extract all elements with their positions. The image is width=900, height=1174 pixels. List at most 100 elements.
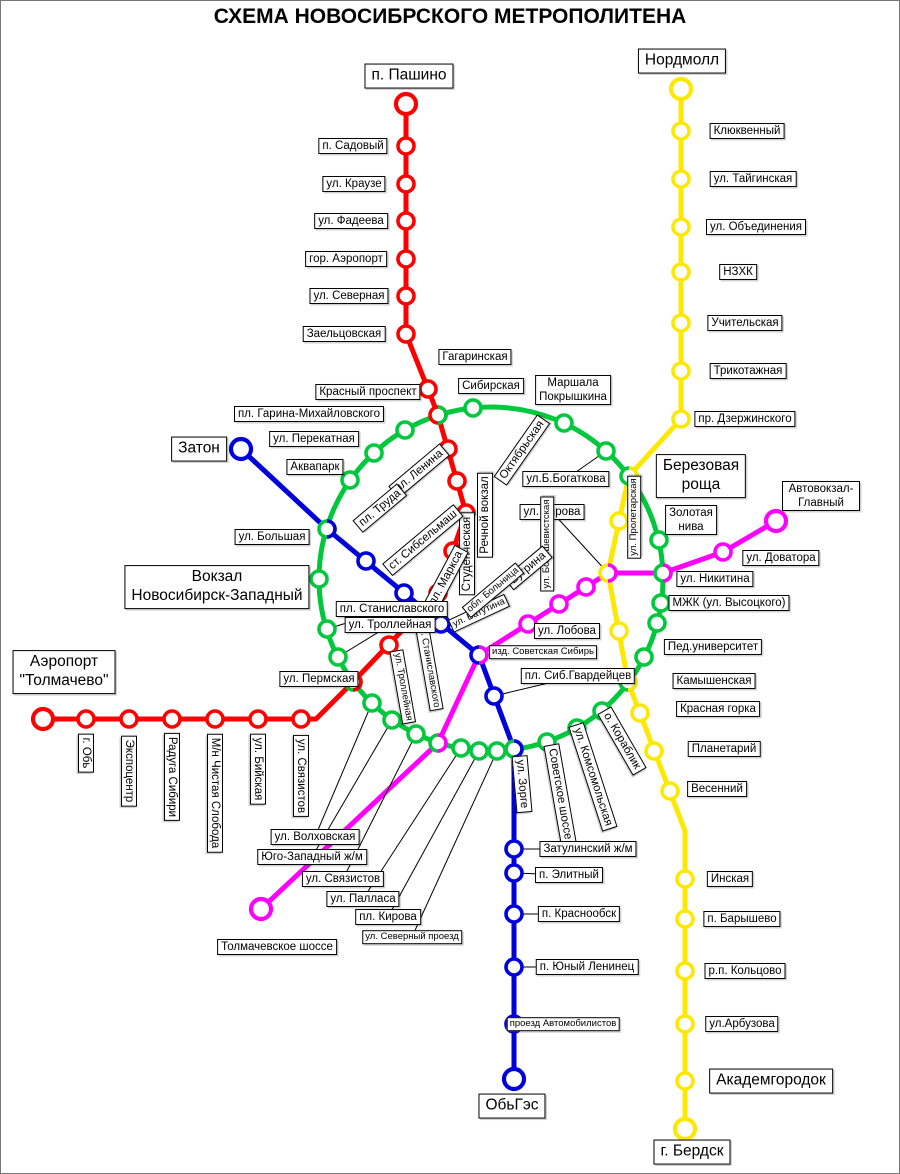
station-label: пл. Станиславского — [335, 600, 449, 618]
station-label: п. Юный Ленинец — [535, 958, 639, 976]
station-marker — [364, 443, 384, 463]
station-label: Аквапарк — [286, 458, 344, 476]
station-label: п. Барышево — [703, 910, 781, 928]
station-label: п. Краснообск — [537, 905, 621, 923]
station-label: Юго-Западный ж/м — [257, 848, 367, 866]
station-marker — [634, 647, 654, 667]
station-label: Клюквенный — [709, 122, 785, 140]
station-label: ул. Волховская — [270, 828, 360, 846]
station-marker — [406, 724, 426, 744]
station-marker — [630, 703, 650, 723]
station-label: Автовокзал-Главный — [782, 480, 860, 512]
station-marker — [668, 76, 694, 102]
station-label: ул. Северная — [309, 287, 389, 305]
station-label: ул. Тайгинская — [709, 170, 797, 188]
station-marker-half — [607, 563, 618, 583]
station-marker — [362, 693, 382, 713]
station-label: ул. Комсомольская — [568, 722, 618, 832]
station-marker — [609, 511, 629, 531]
station-label: р.п. Кольцово — [704, 962, 786, 980]
station-marker — [451, 738, 471, 758]
station-marker — [596, 441, 616, 461]
station-marker — [671, 121, 691, 141]
station-marker — [205, 709, 225, 729]
station-label: Сибирская — [458, 377, 524, 395]
station-marker — [396, 136, 416, 156]
station-label: Весенний — [687, 780, 747, 798]
station-marker — [30, 706, 56, 732]
station-label: ул. Перекатная — [269, 430, 359, 448]
station-label: Затулинский ж/м — [539, 840, 637, 858]
station-label: Березовая роща — [655, 454, 747, 498]
station-label: изд. Советская Сибирь — [489, 645, 597, 659]
station-marker — [309, 569, 329, 589]
station-label: ул. Зорге — [511, 755, 533, 813]
station-marker — [484, 686, 504, 706]
callout-line — [314, 702, 373, 838]
station-label: ул. Связистов — [292, 734, 310, 818]
station-label: Экспоцентр — [120, 735, 138, 807]
station-marker — [340, 470, 360, 490]
station-label: проезд Автомобилистов — [506, 1017, 620, 1031]
station-marker — [713, 542, 733, 562]
station-marker — [396, 249, 416, 269]
station-label: ул. Пермская — [279, 670, 359, 688]
station-label: ул. Северный проезд — [362, 930, 462, 944]
station-label: Заельцовская — [302, 325, 386, 343]
station-marker — [317, 619, 337, 639]
station-label: М/н Чистая Слобода — [206, 733, 224, 853]
station-label: Затон — [171, 436, 227, 462]
station-marker — [396, 174, 416, 194]
station-label: ул.Б.Богаткова — [522, 470, 610, 488]
station-marker-half — [437, 405, 448, 425]
station-marker — [447, 471, 467, 491]
station-label: ул. Троллейная — [344, 616, 436, 634]
station-label: ул. Большевистская — [540, 496, 554, 592]
station-marker — [672, 1116, 698, 1142]
station-label: Золотая нива — [665, 504, 717, 536]
station-marker — [379, 635, 399, 655]
station-label: пл. Гарина-Михайловского — [233, 405, 385, 423]
station-label: ОбьГэс — [478, 1093, 546, 1119]
station-marker-half — [437, 733, 448, 753]
station-label: ул. Бийская — [249, 733, 267, 805]
station-label: Красный проспект — [315, 383, 421, 401]
station-label: пл. Кирова — [355, 908, 421, 926]
station-marker — [248, 896, 274, 922]
station-marker — [671, 217, 691, 237]
station-marker — [396, 286, 416, 306]
callout-line — [411, 750, 498, 938]
station-label: ул.Арбузова — [705, 1015, 779, 1033]
station-marker — [504, 863, 524, 883]
station-label: Нордмолл — [637, 48, 727, 74]
station-label: ул. Палласа — [326, 890, 400, 908]
metro-line-yellow — [605, 86, 688, 1132]
station-label: п. Садовый — [318, 137, 388, 155]
station-marker — [671, 169, 691, 189]
station-label: ул. Никитина — [676, 570, 754, 588]
station-marker-half — [478, 645, 489, 665]
station-label: г. Бердск — [653, 1139, 731, 1165]
station-marker — [554, 413, 574, 433]
station-label: ул. Краузе — [322, 175, 386, 193]
station-label: Пед.университет — [663, 638, 763, 656]
station-label: пл. Сиб.Гвардейцев — [520, 667, 636, 685]
callout-line — [551, 511, 609, 574]
station-marker — [644, 741, 664, 761]
station-marker — [549, 594, 569, 614]
station-marker — [501, 1066, 527, 1092]
station-marker — [291, 709, 311, 729]
station-marker — [675, 1071, 695, 1091]
station-marker — [504, 839, 524, 859]
station-label: НЗХК — [719, 263, 757, 281]
station-marker — [76, 709, 96, 729]
station-marker — [576, 577, 596, 597]
station-marker — [649, 530, 669, 550]
station-marker — [328, 647, 348, 667]
station-marker — [609, 621, 629, 641]
station-marker — [463, 398, 483, 418]
station-label: ул. Большая — [234, 528, 310, 546]
station-label: Советское шоссе — [543, 743, 577, 845]
station-label: п. Элитный — [535, 866, 603, 884]
